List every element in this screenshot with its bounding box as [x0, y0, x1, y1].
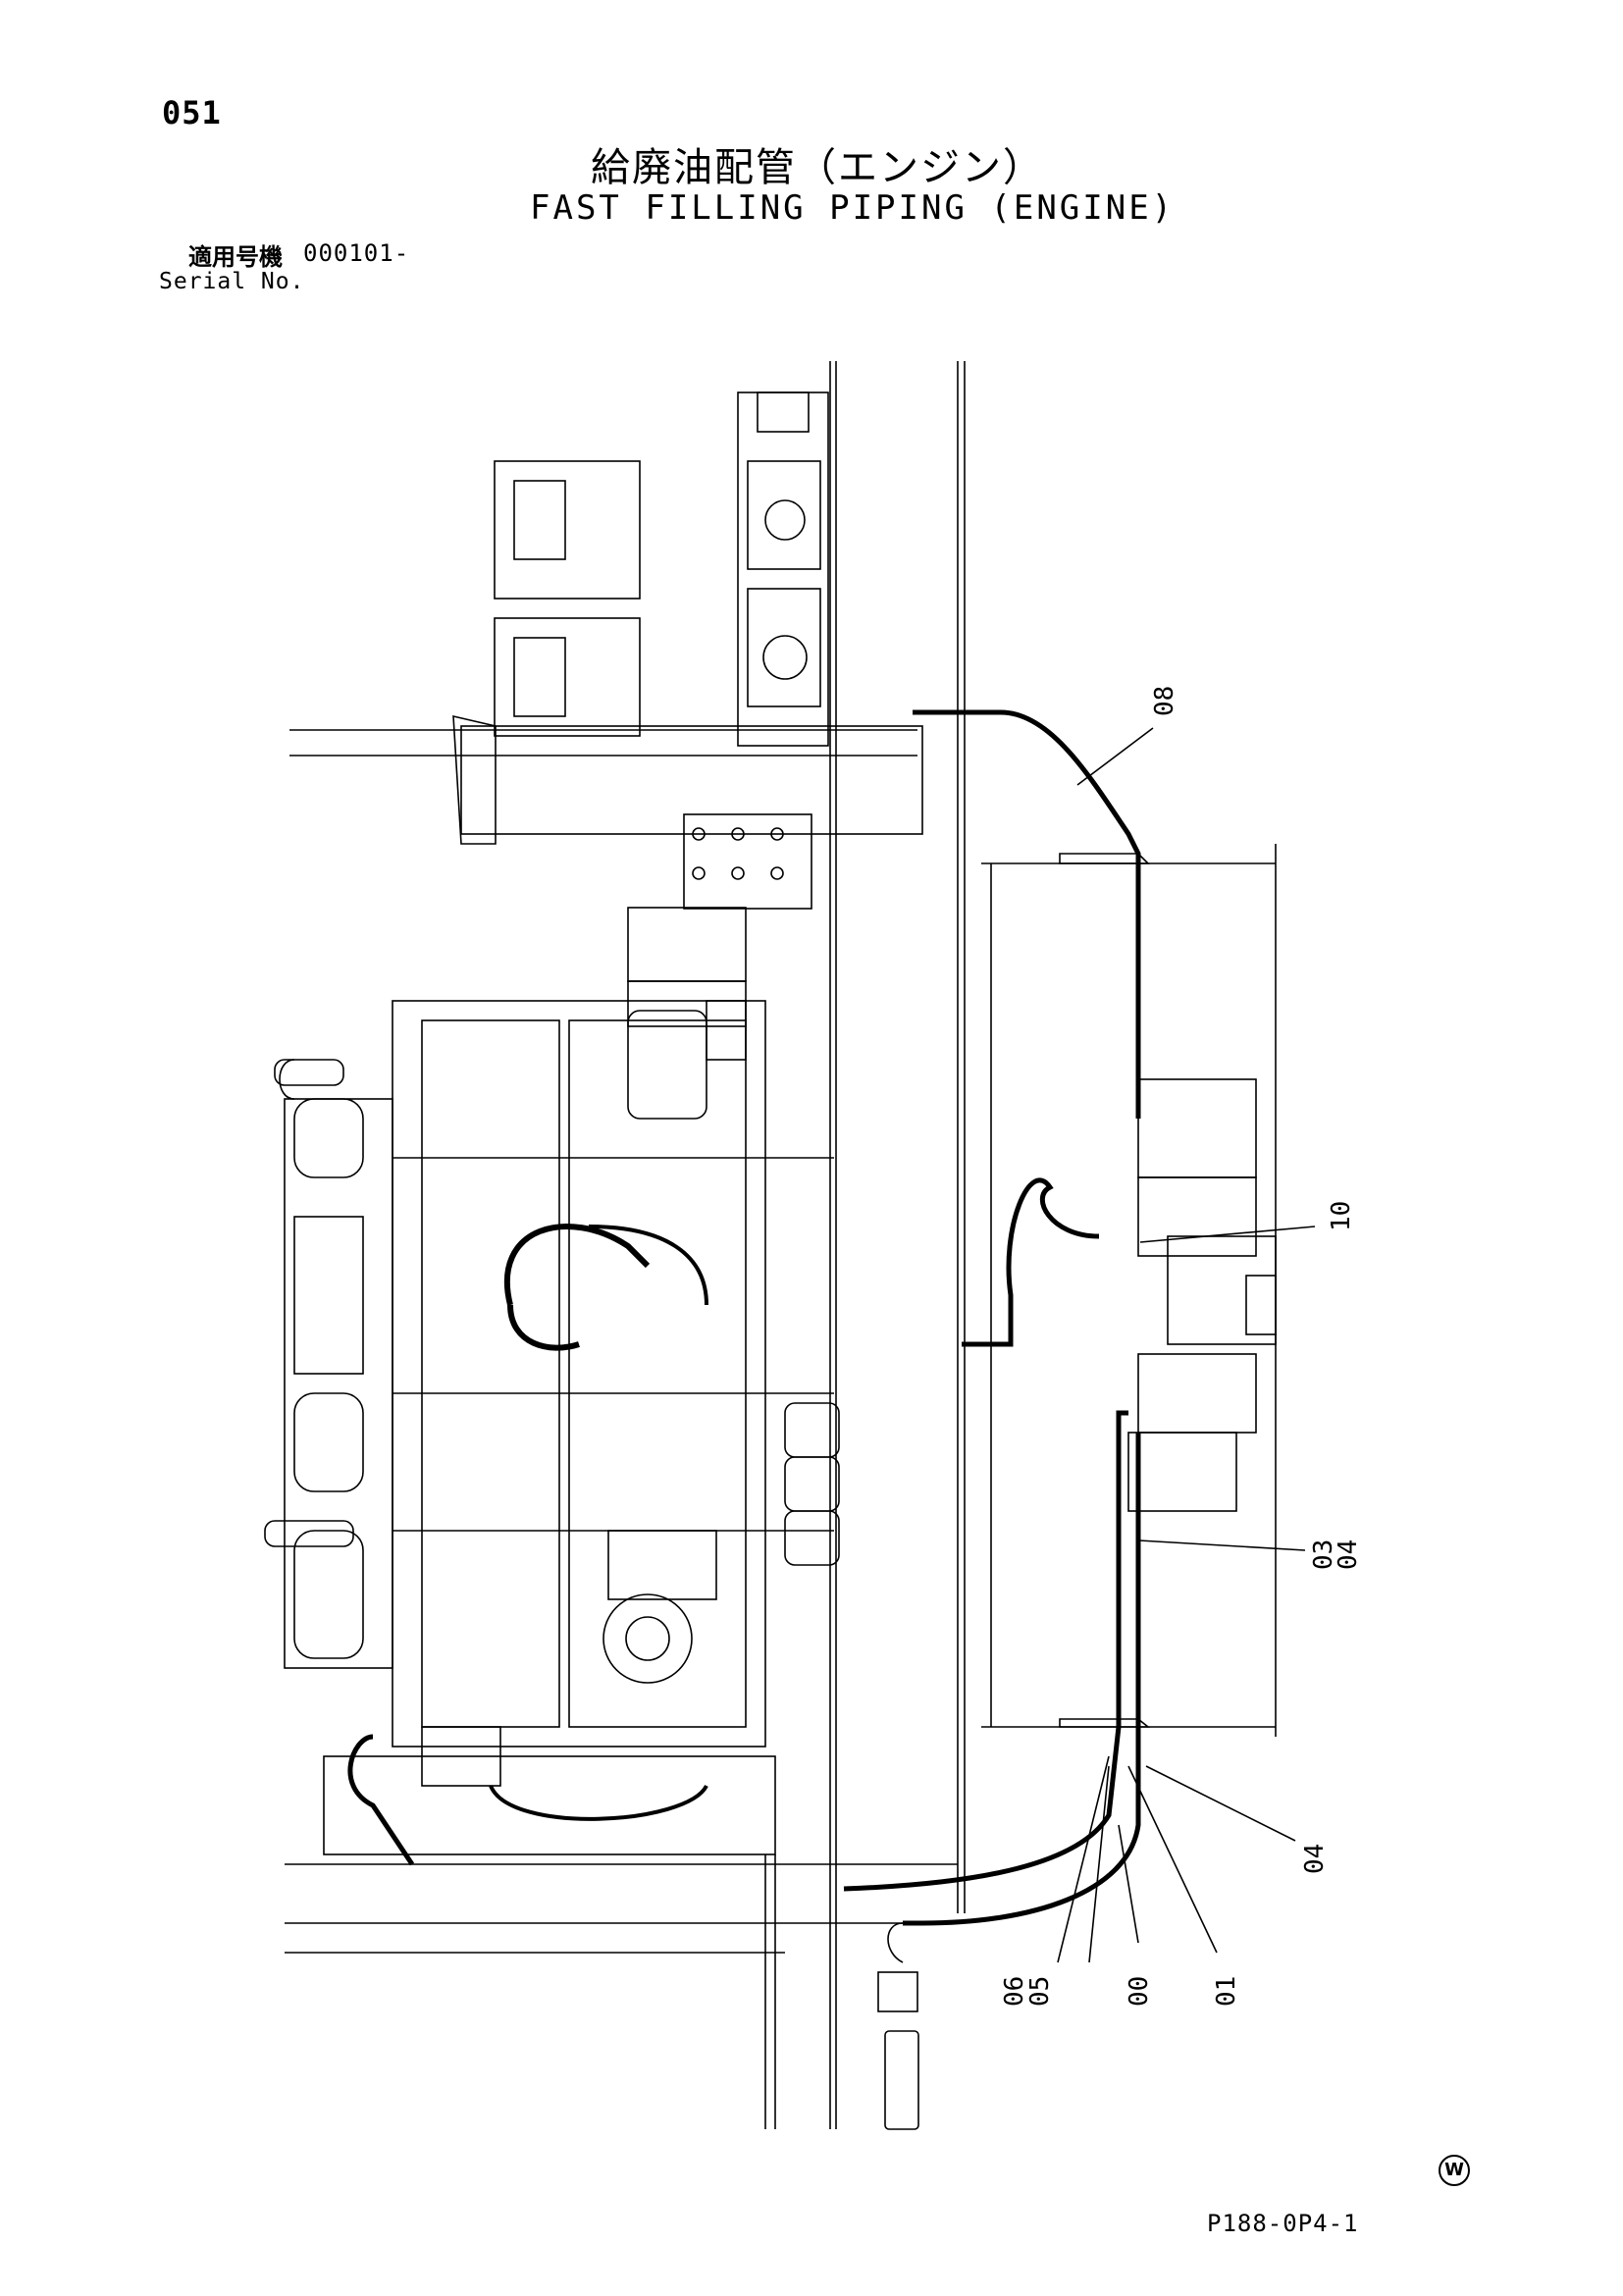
pipe-04: [903, 1433, 1141, 1926]
callout-04-lower: 04: [1300, 1844, 1330, 1874]
serial-label-japanese: 適用号機: [188, 243, 283, 271]
title-japanese: 給廃油配管（エンジン）: [591, 145, 1044, 190]
drain-bottle: [884, 2030, 919, 2130]
callout-00: 00: [1125, 1976, 1154, 2007]
callout-03: 03: [1309, 1539, 1338, 1570]
pump-lower: [602, 1593, 693, 1684]
valve-block: [683, 813, 812, 910]
title-english: FAST FILLING PIPING (ENGINE): [530, 188, 1176, 228]
w-mark-logo: W: [1439, 2155, 1470, 2186]
figure-code: P188-0P4-1: [1207, 2210, 1359, 2237]
callout-06: 06: [1000, 1976, 1029, 2007]
valve-rack: [1137, 1078, 1257, 1178]
serial-number-value: 000101-: [303, 239, 410, 267]
pipe-08: [913, 709, 1141, 1119]
page-number: 051: [162, 94, 222, 131]
pipe-10: [962, 1177, 1100, 1347]
base-block-lower: [323, 1755, 776, 1855]
engine-body: [392, 1000, 766, 1748]
tank-block-upper: [494, 460, 641, 600]
callout-01: 01: [1212, 1976, 1241, 2007]
callout-10: 10: [1327, 1201, 1356, 1231]
pipe-03: [843, 1410, 1128, 1892]
oil-filter: [627, 1010, 707, 1120]
serial-label-english: Serial No.: [159, 269, 305, 294]
callout-05: 05: [1025, 1976, 1055, 2007]
callout-08: 08: [1150, 686, 1179, 716]
radiator-left: [284, 1098, 393, 1669]
callout-04-upper: 04: [1334, 1539, 1363, 1570]
